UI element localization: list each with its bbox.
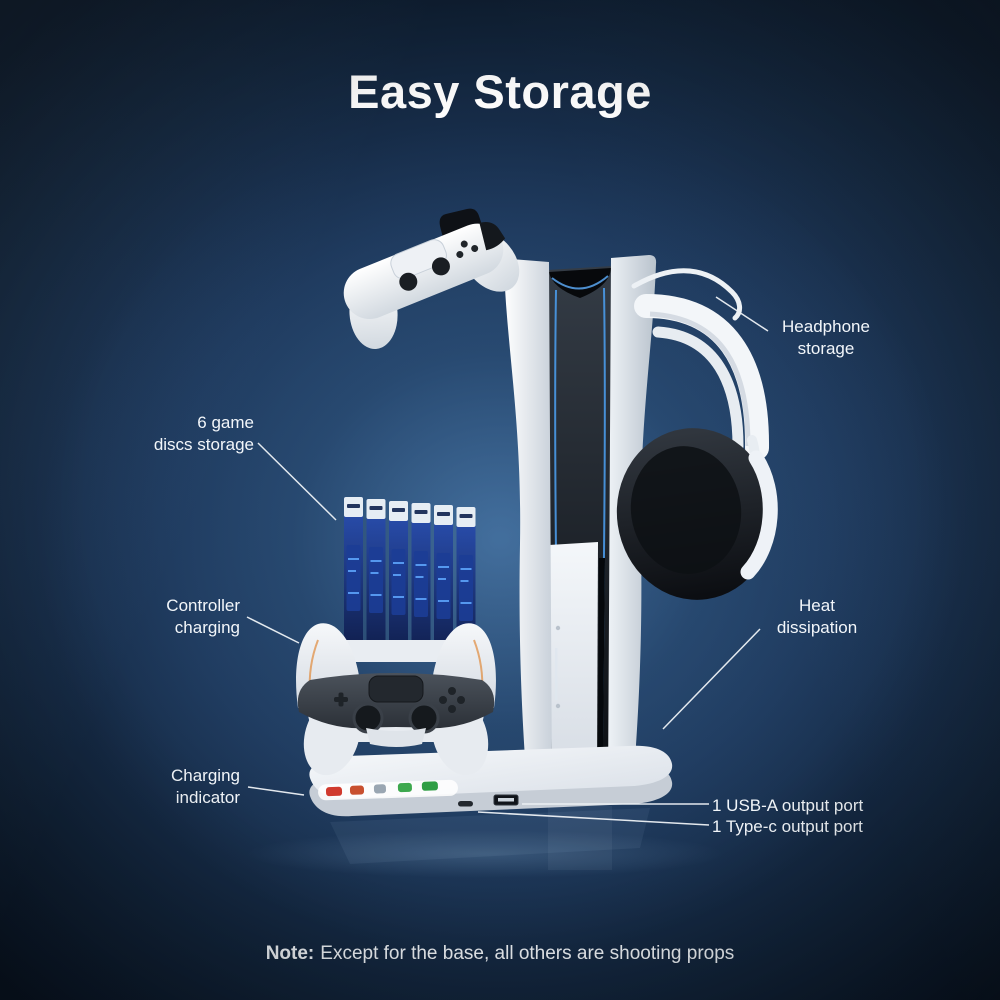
console-light-strip bbox=[551, 275, 609, 290]
face-buttons bbox=[439, 687, 465, 713]
footer-note: Note:Except for the base, all others are… bbox=[0, 943, 1000, 965]
callout-charging-indicator: Charging indicator bbox=[140, 765, 240, 809]
callout-output-ports: 1 USB-A output port 1 Type-c output port bbox=[712, 795, 912, 837]
page-title: Easy Storage bbox=[348, 65, 652, 118]
touchpad bbox=[368, 675, 424, 703]
callout-line1: Headphone bbox=[782, 317, 870, 336]
callout-line1: Controller bbox=[166, 596, 240, 615]
callout-line2: storage bbox=[797, 339, 855, 358]
usb-a-port bbox=[493, 794, 519, 806]
callout-lines bbox=[246, 296, 769, 826]
callout-line2: discs storage bbox=[153, 435, 254, 454]
line-type-c-port bbox=[477, 811, 710, 826]
callout-heat-dissipation: Heat dissipation bbox=[770, 595, 864, 639]
callout-line1: 1 USB-A output port bbox=[712, 796, 864, 815]
headphone-hook bbox=[631, 268, 742, 321]
base bbox=[309, 745, 673, 817]
callout-line2: dissipation bbox=[776, 618, 858, 637]
top-controller bbox=[343, 221, 520, 350]
line-discs-storage bbox=[257, 442, 337, 521]
docked-controller bbox=[297, 673, 495, 776]
console-vent-slot bbox=[598, 558, 605, 756]
callout-line1: 6 game bbox=[197, 413, 254, 432]
console-left-panel bbox=[503, 259, 552, 788]
right-stick bbox=[408, 702, 440, 734]
callout-line2: charging bbox=[174, 618, 240, 637]
headphones bbox=[616, 268, 778, 600]
dpad bbox=[334, 692, 348, 707]
charging-indicator-icons bbox=[318, 779, 458, 801]
left-stick bbox=[352, 702, 384, 734]
callout-discs-storage: 6 game discs storage bbox=[150, 412, 254, 456]
line-controller-charging bbox=[246, 616, 300, 644]
headband bbox=[634, 294, 770, 460]
callout-line1: Heat bbox=[799, 596, 835, 615]
line-heat-dissipation bbox=[662, 628, 761, 730]
line-charging-indicator bbox=[247, 786, 305, 796]
reflection bbox=[245, 806, 725, 878]
note-text: Except for the base, all others are shoo… bbox=[320, 943, 735, 964]
callout-line2: indicator bbox=[175, 788, 240, 807]
console-power-led bbox=[555, 648, 558, 700]
callout-line1: Charging bbox=[171, 766, 240, 785]
callout-line2: 1 Type-c output port bbox=[712, 817, 863, 836]
callout-controller-charging: Controller charging bbox=[140, 595, 240, 639]
callout-headphone-storage: Headphone storage bbox=[778, 316, 874, 360]
note-label: Note: bbox=[265, 943, 315, 964]
line-headphone-storage bbox=[715, 296, 769, 332]
console bbox=[503, 255, 657, 790]
type-c-port bbox=[458, 801, 473, 807]
